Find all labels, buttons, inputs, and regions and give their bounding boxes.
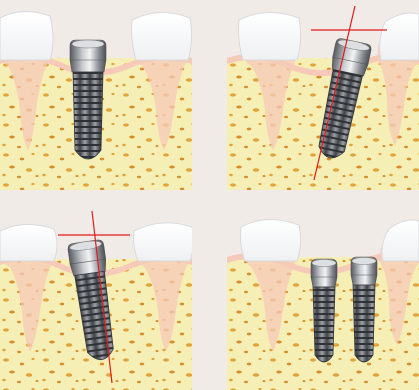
horizontal-divider [0, 190, 419, 205]
panel-implant-tilted-with-guide-lines-alt [0, 205, 192, 390]
panel-4-graphic [227, 205, 419, 390]
panel-2-graphic [227, 0, 419, 190]
panel-3-graphic [0, 205, 192, 390]
panel-two-implants [227, 205, 419, 390]
implant-b [351, 257, 377, 362]
implant-a [311, 259, 337, 362]
panel-implant-upright [0, 0, 192, 190]
panel-1-graphic [0, 0, 192, 190]
panel-implant-tilted-with-guide-lines [227, 0, 419, 190]
